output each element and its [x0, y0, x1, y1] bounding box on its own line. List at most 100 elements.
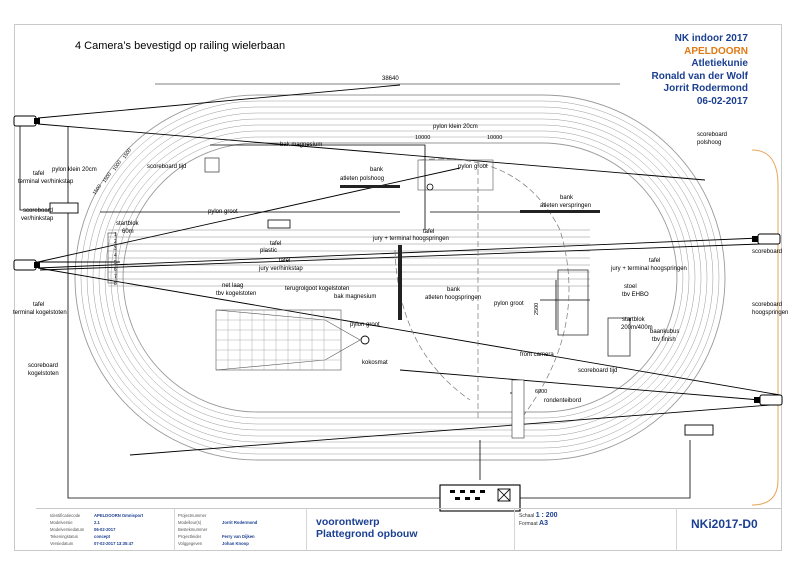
label-dim-2500: 2500 [534, 303, 540, 315]
scale-block: Schaal 1 : 200 Formaat A3 [519, 512, 557, 528]
label-bak-magnesium-top: bak magnesium [280, 142, 322, 148]
footer-value: 07-02-2017 13:35:47 [94, 541, 134, 546]
lane-number: 5 [114, 260, 117, 266]
schaal-value: 1 : 200 [535, 512, 558, 519]
footer-key: Tekeningstatus [50, 534, 78, 539]
startblok-60 [107, 232, 117, 284]
camera-sight-lines [20, 84, 781, 456]
bank-atleten-verspringen [520, 210, 600, 213]
label-pylon-groot-r: pylon groot [494, 301, 524, 307]
camera-top-left [13, 115, 40, 127]
label-bank-verspringen: bank [560, 195, 574, 201]
finish-lane-block [511, 379, 525, 439]
label-ver-hinkstap: ver/hinkstap [21, 216, 54, 222]
label-bak-magnesium-mid: bak magnesium [334, 294, 376, 300]
label-terminal-kogel: terminal kogelstoten [13, 310, 67, 316]
finish-terminal-box [684, 424, 714, 436]
track-lane-line [86, 106, 714, 449]
label-dim-left: 1500 [92, 183, 103, 196]
author-2: Jorrit Rodermond [663, 83, 748, 94]
label-scoreboard-left: scoreboard [23, 208, 53, 214]
label-plastic: plastic [260, 248, 277, 254]
footer-key: Bestekmummer [178, 527, 208, 532]
bank-atleten-hoogspringen [398, 245, 402, 320]
orange-border [751, 149, 779, 506]
label-pylon-klein-left: pylon klein 20cm [52, 167, 97, 173]
label-scoreboard-polshoog: scoreboard [697, 132, 727, 138]
label-dim-left: 1000 [112, 159, 123, 172]
schaal-label: Schaal [519, 513, 535, 519]
footer-key: Versiedatum [50, 541, 74, 546]
label-baankubus: baankubus [650, 329, 679, 335]
scoreboard-tijd-box [204, 157, 220, 173]
track-lane-line [80, 100, 720, 455]
heading-cameras: 4 Camera’s bevestigd op railing wielerba… [75, 40, 286, 52]
track-lanes [74, 94, 726, 461]
label-pylon-groot-low: pylon groot [350, 322, 380, 328]
label-startblok-60m: startblok [116, 221, 140, 227]
track-lane-line [74, 94, 726, 461]
label-tbv-finish: tbv finish [652, 337, 676, 343]
event-name: NK indoor 2017 [674, 33, 748, 44]
label-dim-left: 1500 [122, 147, 133, 160]
label-jury-terminal-hoog-right: jury + terminal hoogspringen [610, 266, 687, 272]
label-jury-terminal-hoog: jury + terminal hoogspringen [372, 236, 449, 242]
tafel-plastic [267, 219, 291, 229]
label-scoreboard-right-bottom: scoreboard [752, 302, 782, 308]
label-terugrolgoot: terugrolgoot kogelstoten [285, 286, 349, 292]
label-dim-10000a: 10000 [415, 135, 430, 141]
lower-camera-symbols [450, 488, 511, 502]
footer-row: Projectnummer [178, 512, 257, 519]
label-scoreboard-right-top: scoreboard [752, 249, 782, 255]
footer-value: Johan Knoop [222, 541, 249, 546]
label-tafel-left: tafel [33, 171, 44, 177]
label-tafel-plastic: tafel [270, 241, 281, 247]
event-date: 06-02-2017 [696, 95, 748, 107]
label-bank-polshoog: bank [370, 167, 384, 173]
footer-value: 06-02-2017 [94, 527, 116, 532]
lane-number: 1 [114, 232, 117, 238]
drawing-frame [14, 24, 782, 551]
cable-routing [19, 126, 691, 499]
label-scoreboard-kogel: scoreboard [28, 363, 58, 369]
label-startblok-200: startblok [622, 317, 646, 323]
footer-key: Identificatiecode [50, 513, 81, 518]
lane-number: 4 [114, 253, 117, 259]
drawing-title-1: voorontwerp [316, 516, 380, 528]
label-kokosmat: kokosmat [362, 360, 388, 366]
kogelstoten-sector [215, 309, 361, 371]
label-tbv-kogelstoten: tbv kogelstoten [216, 291, 256, 297]
pylon-groot-top-circle [426, 183, 434, 191]
footer-key: Modelleur(s) [178, 520, 202, 525]
label-dim-6000: 6000 [535, 389, 547, 395]
lane-number: 8 [114, 281, 117, 287]
track-lane-line [122, 142, 678, 413]
label-stoel: stoel [624, 284, 637, 290]
dashed-zones [394, 158, 570, 421]
label-atleten-polshoog: atleten polshoog [340, 176, 384, 182]
tafel-verhinkstap [49, 202, 79, 214]
label-dim-38640: 38640 [382, 76, 399, 82]
track-lane-line [92, 112, 708, 443]
label-jury-verhink: jury ver/hinkstap [258, 266, 303, 272]
label-tbv-ehbo: tbv EHBO [622, 292, 649, 298]
organisation: Atletiekunie [691, 58, 748, 69]
label-dim-10000b: 10000 [487, 135, 502, 141]
footer-row: Bestekmummer [178, 526, 257, 533]
high-jump-mat [557, 269, 589, 336]
lane-number: 2 [114, 239, 117, 245]
formaat-value: A3 [539, 520, 548, 527]
label-front-camera: front camera [520, 352, 554, 358]
label-polshoog: polshoog [697, 140, 721, 146]
footer-value: 2.1 [94, 520, 100, 525]
drawing-title: voorontwerp Plattegrond opbouw [316, 516, 418, 540]
